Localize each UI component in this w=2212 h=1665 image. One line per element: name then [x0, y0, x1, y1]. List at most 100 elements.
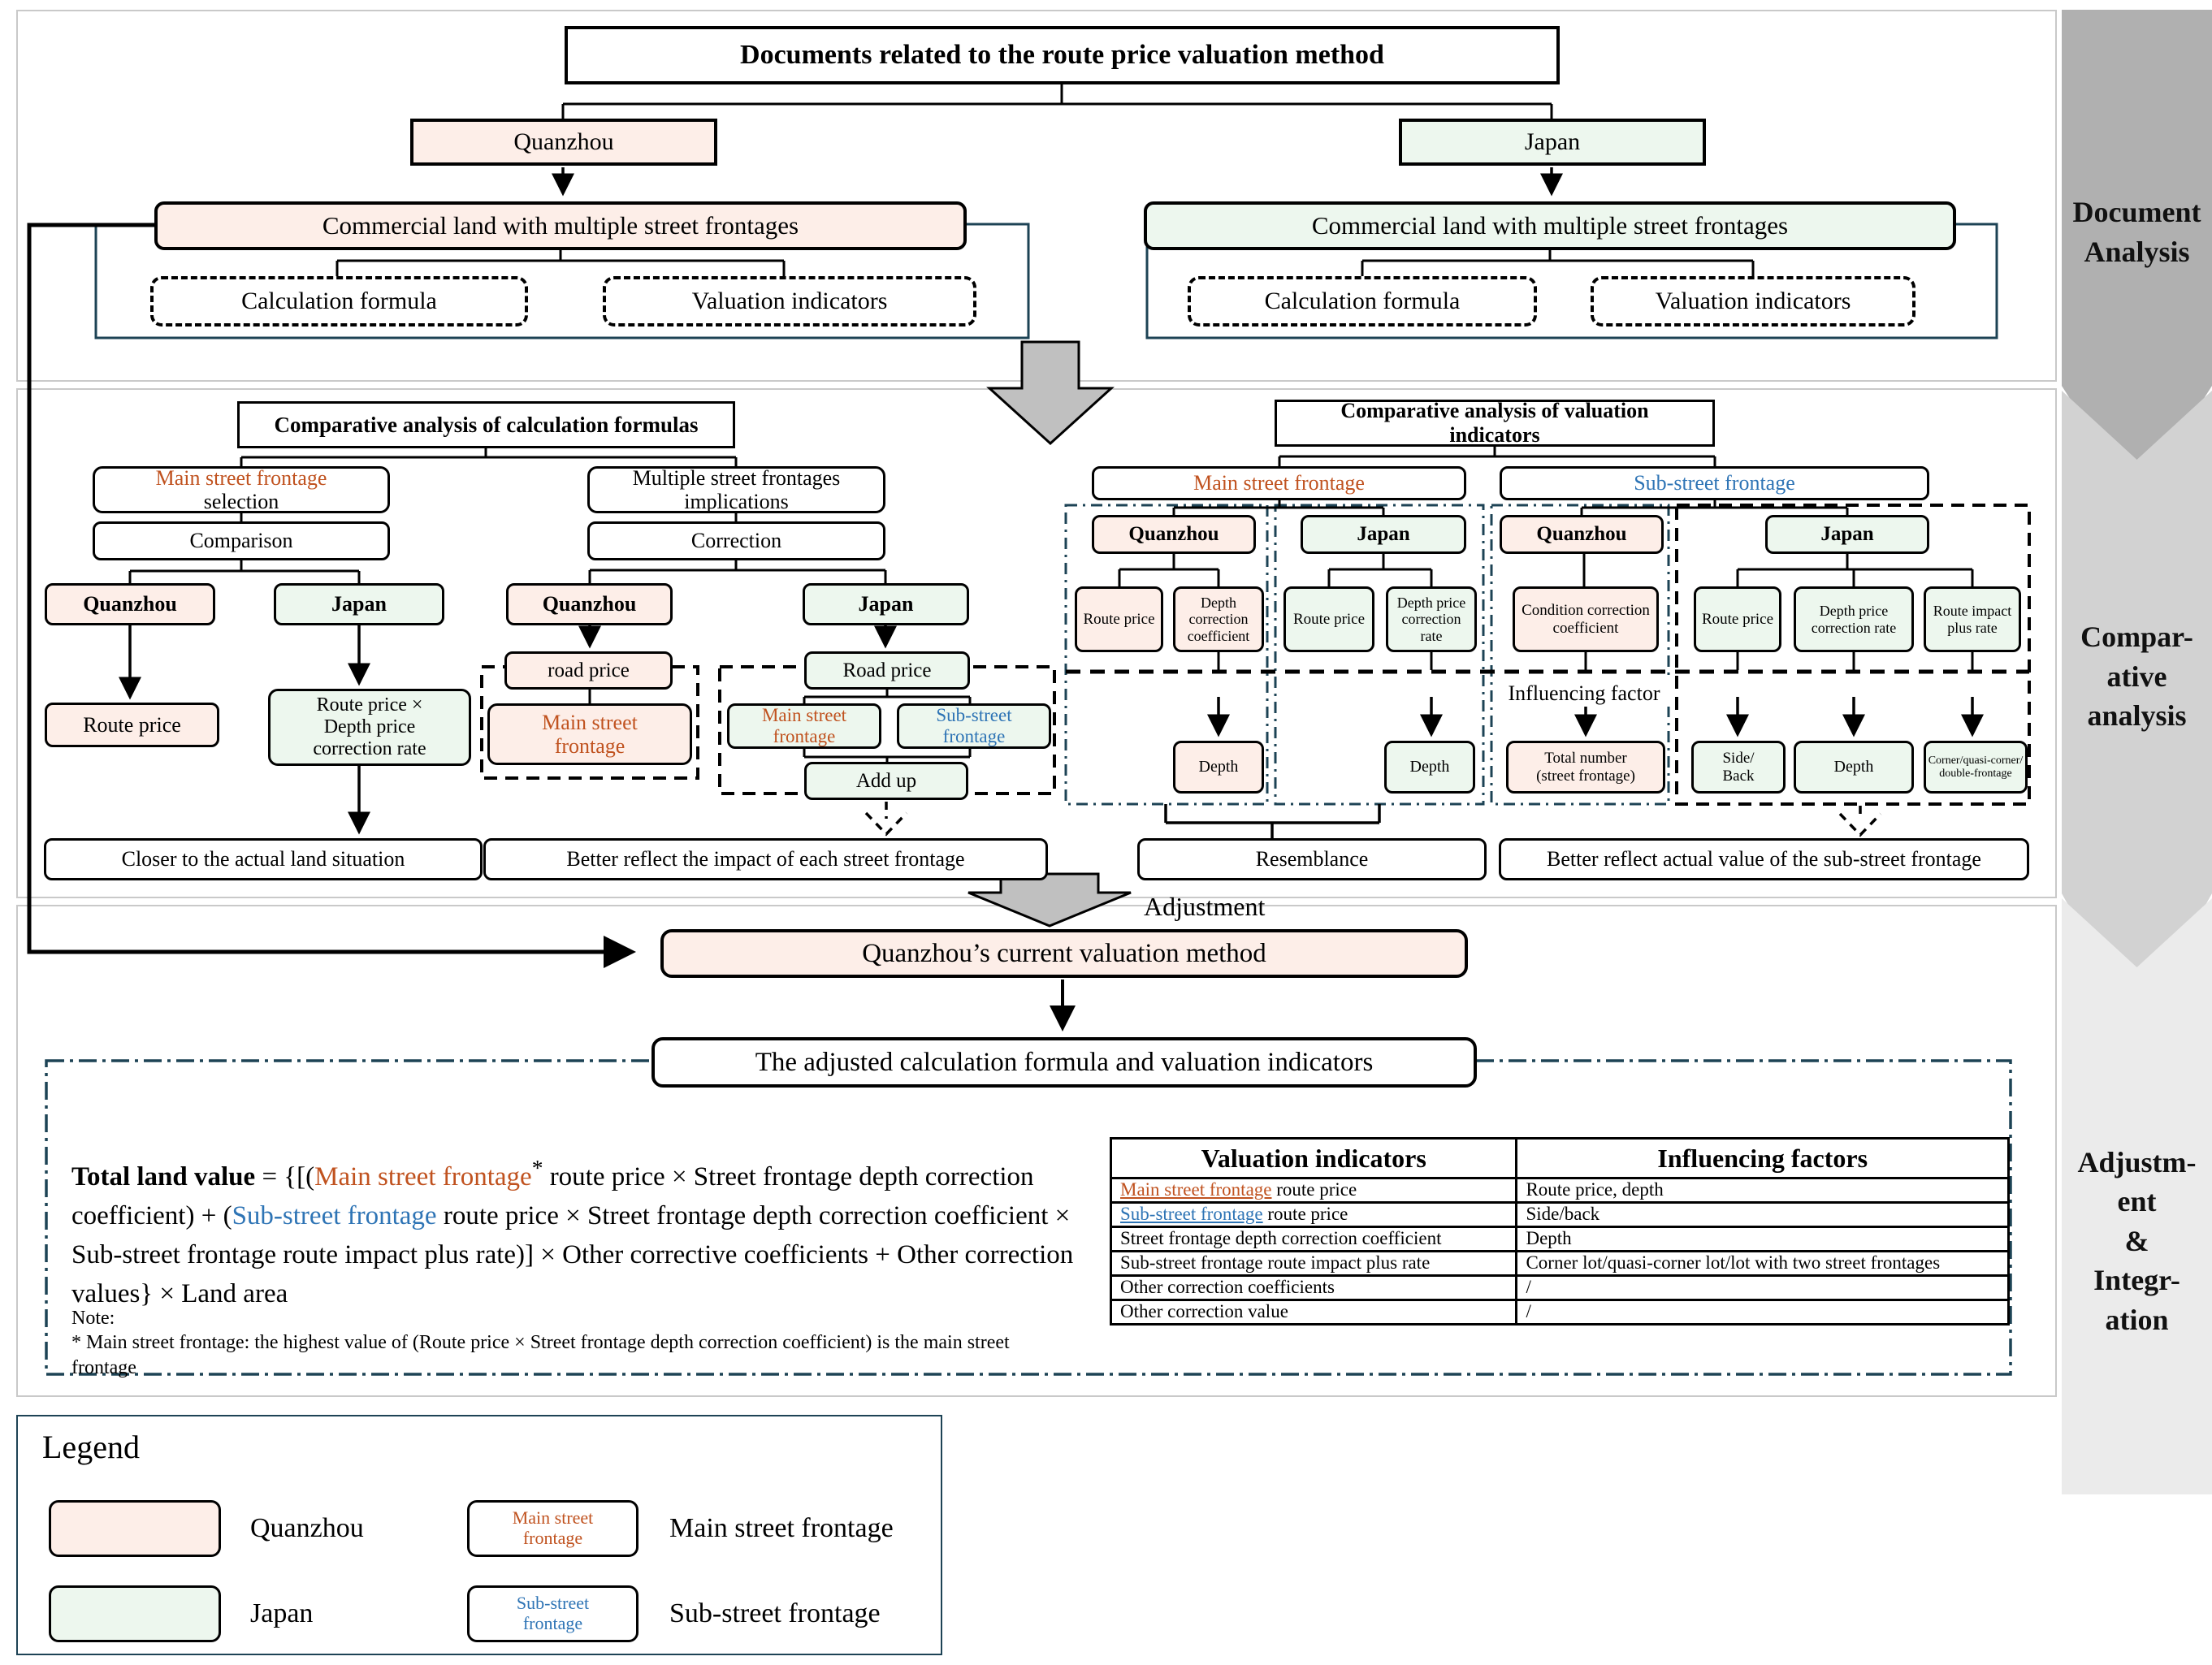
- g3-condition-correction-box: Condition correction coefficient: [1513, 586, 1659, 652]
- calc-formula-right-label: Calculation formula: [1264, 288, 1461, 315]
- comp-sel-japan-label: Japan: [331, 592, 387, 616]
- formula-lead: Total land value: [71, 1162, 256, 1191]
- legend-japan-label: Japan: [250, 1598, 314, 1628]
- add-up-label: Add up: [855, 769, 917, 792]
- comp-formulas-header: Comparative analysis of calculation form…: [237, 401, 735, 448]
- col-influencing-factors: Influencing factors: [1515, 1137, 2010, 1179]
- valuation-indicators-left-label: Valuation indicators: [691, 288, 888, 315]
- road-price-quanzhou-label: road price: [548, 659, 630, 681]
- comp-indicators-header: Comparative analysis of valuation indica…: [1275, 399, 1715, 447]
- main-street-selection-line1: Main street frontage: [155, 465, 327, 490]
- banner-adjustment-integration: Adjustm- ent & Integr- ation: [2062, 898, 2212, 1494]
- main-street-selection-line2: selection: [203, 490, 279, 513]
- doc-japan-label: Japan: [1524, 128, 1581, 156]
- valuation-indicators-right-box: Valuation indicators: [1591, 276, 1915, 327]
- g4-factor-depth-box: Depth: [1794, 741, 1914, 794]
- calc-formula-right-box: Calculation formula: [1188, 276, 1537, 327]
- adjusted-result-box: The adjusted calculation formula and val…: [651, 1037, 1477, 1088]
- msf-header-box: Main street frontage: [1092, 466, 1466, 500]
- formula-main-street: Main street frontage: [314, 1162, 532, 1191]
- current-method-box: Quanzhou’s current valuation method: [660, 929, 1468, 978]
- main-street-frontage-japan-box: Main street frontage: [727, 703, 881, 749]
- ssf-header-label: Sub-street frontage: [1634, 471, 1795, 495]
- sub-street-frontage-japan-label: Sub-street frontage: [936, 705, 1012, 746]
- legend-quanzhou-swatch: [49, 1500, 221, 1557]
- better-sub-result-label: Better reflect actual value of the sub-s…: [1547, 847, 1981, 871]
- g1-route-price-label: Route price: [1083, 610, 1155, 628]
- comp-corr-japan-label: Japan: [858, 592, 914, 616]
- road-price-japan-box: Road price: [804, 651, 970, 690]
- formula-sub-street: Sub-street frontage: [232, 1200, 437, 1230]
- legend-msf-swatch: Main street frontage: [467, 1500, 638, 1557]
- implications-label: Multiple street frontages implications: [632, 465, 841, 513]
- legend-quanzhou-label: Quanzhou: [250, 1513, 364, 1543]
- main-street-frontage-quanzhou-box: Main street frontage: [487, 703, 692, 765]
- table-row: Other correction value /: [1109, 1299, 2010, 1326]
- g2-factor-depth-box: Depth: [1384, 741, 1475, 794]
- g2-route-price-box: Route price: [1283, 586, 1374, 652]
- main-street-frontage-japan-label: Main street frontage: [761, 705, 847, 746]
- better-sub-result-box: Better reflect actual value of the sub-s…: [1499, 838, 2029, 880]
- formula-asterisk: *: [531, 1155, 543, 1180]
- commercial-land-right-label: Commercial land with multiple street fro…: [1311, 210, 1789, 240]
- g4-route-price-label: Route price: [1701, 610, 1774, 628]
- g3-factor-total-box: Total number (street frontage): [1506, 741, 1665, 794]
- road-price-japan-label: Road price: [842, 659, 932, 681]
- g1-quanzhou-box: Quanzhou: [1092, 515, 1256, 554]
- route-price-box: Route price: [45, 703, 219, 747]
- note-text: * Main street frontage: the highest valu…: [71, 1332, 1010, 1379]
- g2-depth-price-label: Depth price correction rate: [1396, 595, 1466, 644]
- title: Documents related to the route price val…: [740, 39, 1384, 70]
- valuation-indicators-left-box: Valuation indicators: [603, 276, 976, 327]
- route-price-label: Route price: [83, 712, 181, 737]
- valuation-indicators-right-label: Valuation indicators: [1655, 288, 1851, 315]
- comp-corr-quanzhou-box: Quanzhou: [506, 583, 673, 625]
- main-street-frontage-quanzhou-label: Main street frontage: [542, 710, 638, 758]
- comparison-label: Comparison: [189, 529, 293, 553]
- g3-quanzhou-box: Quanzhou: [1500, 515, 1664, 554]
- current-method-label: Quanzhou’s current valuation method: [862, 938, 1266, 968]
- influencing-factor-label: Influencing factor: [1495, 681, 1673, 707]
- g2-route-price-label: Route price: [1292, 610, 1366, 628]
- banner-adjustment-integration-label: Adjustm- ent & Integr- ation: [2077, 1145, 2197, 1336]
- g4-factor-side-back-box: Side/ Back: [1691, 741, 1786, 794]
- main-street-selection-box: Main street frontage selection: [93, 466, 390, 513]
- better-impact-result-label: Better reflect the impact of each street…: [566, 847, 965, 871]
- g2-japan-box: Japan: [1301, 515, 1466, 554]
- road-price-quanzhou-box: road price: [504, 651, 673, 690]
- g4-factor-side-back-label: Side/ Back: [1722, 750, 1755, 785]
- table-row: Sub-street frontage route price Side/bac…: [1109, 1201, 2010, 1228]
- comp-sel-quanzhou-label: Quanzhou: [83, 592, 177, 616]
- doc-japan-box: Japan: [1399, 119, 1706, 166]
- note-label: Note:: [71, 1308, 115, 1329]
- msf-header-label: Main street frontage: [1193, 471, 1365, 495]
- total-land-value-formula: Total land value = {[(Main street fronta…: [71, 1155, 1074, 1308]
- g3-factor-total-label: Total number (street frontage): [1536, 750, 1635, 785]
- g2-japan-label: Japan: [1357, 523, 1410, 545]
- legend-japan-swatch: [49, 1585, 221, 1642]
- g2-factor-depth-label: Depth: [1409, 758, 1450, 776]
- comp-corr-quanzhou-label: Quanzhou: [542, 592, 637, 616]
- banner-document-analysis-label: Document Analysis: [2072, 196, 2201, 268]
- comp-sel-quanzhou-box: Quanzhou: [45, 583, 215, 625]
- comp-corr-japan-box: Japan: [803, 583, 969, 625]
- correction-label: Correction: [690, 529, 782, 553]
- adjusted-result-label: The adjusted calculation formula and val…: [755, 1047, 1374, 1077]
- title-box: Documents related to the route price val…: [565, 26, 1560, 84]
- comp-indicators-header-label: Comparative analysis of valuation indica…: [1340, 399, 1649, 447]
- doc-quanzhou-label: Quanzhou: [513, 128, 614, 156]
- g4-route-price-box: Route price: [1694, 586, 1781, 652]
- adjustment-label: Adjustment: [1144, 892, 1266, 921]
- resemblance-result-label: Resemblance: [1255, 847, 1369, 871]
- resemblance-result-box: Resemblance: [1137, 838, 1487, 880]
- comp-formulas-header-label: Comparative analysis of calculation form…: [274, 412, 699, 437]
- calc-formula-left-box: Calculation formula: [150, 276, 528, 327]
- g4-depth-price-box: Depth price correction rate: [1794, 586, 1914, 652]
- g4-japan-box: Japan: [1765, 515, 1929, 554]
- table-header-row: Valuation indicators Influencing factors: [1109, 1137, 2010, 1179]
- g4-depth-price-label: Depth price correction rate: [1811, 603, 1897, 636]
- table-row: Main street frontage route price Route p…: [1109, 1177, 2010, 1204]
- comp-sel-japan-box: Japan: [274, 583, 444, 625]
- g4-route-impact-box: Route impact plus rate: [1924, 586, 2021, 652]
- table-row: Other correction coefficients /: [1109, 1274, 2010, 1301]
